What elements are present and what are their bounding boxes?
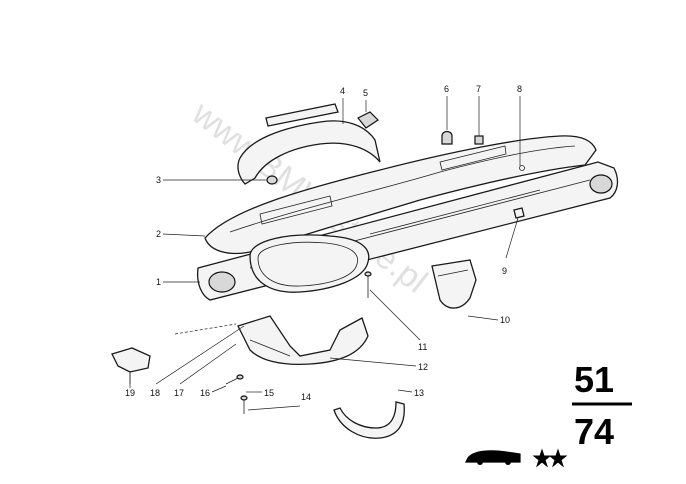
screw-part-14: [240, 395, 248, 414]
callout-17: 17: [174, 388, 184, 398]
instrument-frame: [249, 234, 370, 293]
group-number-block: 51 74: [572, 359, 632, 452]
clip-part-9: [513, 207, 525, 219]
group-number-bottom: 74: [574, 411, 614, 452]
mount-part-19: [111, 347, 151, 384]
star-icon: [532, 448, 552, 468]
callout-16: 16: [200, 388, 210, 398]
bracket-part-10: [431, 259, 477, 309]
instrument-hood: [237, 103, 381, 185]
callout-5: 5: [363, 88, 368, 98]
callout-12: 12: [418, 362, 428, 372]
callouts: 1 2 3 4 5 6 7 8 9 10 11 12 13 14 15 16 1: [125, 84, 522, 411]
callout-2: 2: [156, 229, 161, 239]
clip-part-5: [357, 111, 379, 129]
callout-6: 6: [444, 84, 449, 94]
console-bracket-part-12: [237, 315, 369, 366]
bolt-part-11: [364, 271, 372, 298]
callout-13: 13: [414, 388, 424, 398]
callout-18: 18: [150, 388, 160, 398]
callout-11: 11: [418, 342, 427, 352]
callout-10: 10: [500, 315, 510, 325]
screw-part-16: [225, 374, 244, 385]
knob-part-6: [441, 130, 453, 145]
callout-9: 9: [502, 266, 507, 276]
nut-part-7: [474, 135, 484, 145]
group-number-top: 51: [574, 359, 614, 400]
callout-1: 1: [156, 277, 161, 287]
callout-8: 8: [517, 84, 522, 94]
legend: [465, 448, 568, 468]
car-model-icon: [465, 450, 521, 465]
callout-3: 3: [156, 175, 161, 185]
callout-14: 14: [301, 392, 311, 402]
trim-part-13: [333, 401, 405, 439]
star-icon: [548, 448, 568, 468]
callout-15: 15: [264, 388, 274, 398]
screw-part-3: [266, 175, 278, 185]
callout-7: 7: [476, 84, 481, 94]
callout-4: 4: [340, 86, 345, 96]
callout-19: 19: [125, 388, 135, 398]
